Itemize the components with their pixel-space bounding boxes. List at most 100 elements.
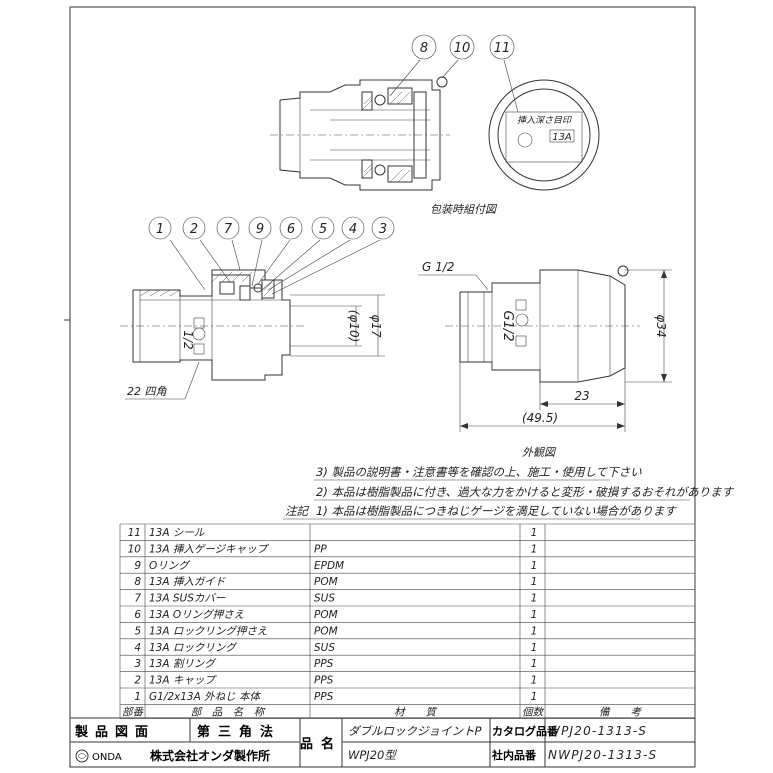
part-material-cell: PP <box>314 543 327 555</box>
balloon-3: 3 <box>371 216 395 240</box>
part-quantity-cell: 1 <box>531 609 538 621</box>
exterior-view-caption: 外観図 <box>522 446 557 459</box>
part-number-cell: 1 <box>134 691 141 703</box>
end-view: 挿入深さ目印 13A <box>488 79 600 191</box>
total-length-label: (49.5) <box>522 411 558 425</box>
part-name-cell: 13A 挿入ガイド <box>149 576 226 588</box>
balloon-label: 9 <box>256 222 264 237</box>
header-part-number: 部番 <box>122 706 144 718</box>
part-quantity-cell: 1 <box>531 527 538 539</box>
part-material-cell: POM <box>314 576 338 588</box>
part-name-cell: G1/2x13A 外ねじ 本体 <box>149 691 261 703</box>
balloon-label: 2 <box>190 222 198 237</box>
part-quantity-cell: 1 <box>531 625 538 637</box>
internal-number-label: 社内品番 <box>491 748 537 762</box>
note-3: 3) 製品の説明書・注意書等を確認の上、施工・使用して下さい <box>316 465 642 479</box>
title-block: 製品図面 第三角法 ONDA 株式会社オンダ製作所 品名 ダブルロックジョイント… <box>69 717 696 768</box>
balloon-label: 11 <box>494 41 511 56</box>
balloon-label: 1 <box>156 222 164 237</box>
part-number-cell: 9 <box>134 560 141 572</box>
part-material-cell: PPS <box>314 658 334 670</box>
header-material: 材 質 <box>394 706 437 718</box>
header-remarks: 備 考 <box>599 706 642 718</box>
exterior-view: G1/2 G 1/2 φ34 23 (49.5) <box>418 260 672 432</box>
title-name-label: 品名 <box>300 736 342 752</box>
balloon-label: 4 <box>349 222 357 237</box>
company-logo-text: ONDA <box>92 752 122 763</box>
part-name-cell: 13A 挿入ゲージキャップ <box>149 543 270 555</box>
part-name-cell: 13A 割リング <box>149 658 216 670</box>
balloon-7: 7 <box>216 216 240 240</box>
part-quantity-cell: 1 <box>531 691 538 703</box>
body-thread-mark: 1/2 <box>181 330 195 349</box>
insert-depth-mark: 挿入深さ目印 <box>517 115 572 126</box>
part-number-cell: 7 <box>134 593 141 605</box>
part-material-cell: PPS <box>314 691 334 703</box>
part-material-cell: PPS <box>314 675 334 687</box>
header-quantity: 個数 <box>522 706 544 718</box>
balloon-5: 5 <box>311 216 335 240</box>
part-quantity-cell: 1 <box>531 593 538 605</box>
body-mark-g-thread: G1/2 <box>500 311 515 342</box>
balloon-label: 3 <box>379 222 387 237</box>
part-material-cell: SUS <box>314 642 335 654</box>
body-diameter-label: φ34 <box>654 314 668 337</box>
part-quantity-cell: 1 <box>531 642 538 654</box>
part-number-cell: 4 <box>134 642 141 654</box>
balloon-label: 10 <box>454 41 471 56</box>
part-name-cell: 13A シール <box>149 527 205 539</box>
part-quantity-cell: 1 <box>531 675 538 687</box>
header-part-name: 部 品 名 称 <box>191 706 266 718</box>
hex-size-label: 22 四角 <box>127 385 167 398</box>
g-thread-label: G 1/2 <box>422 260 454 274</box>
package-view-caption: 包装時組付図 <box>430 203 498 216</box>
balloon-label: 6 <box>287 222 295 237</box>
balloon-8: 8 <box>411 34 437 60</box>
internal-number: NWPJ20-1313-S <box>548 748 657 762</box>
balloon-label: 7 <box>224 222 233 237</box>
product-model: WPJ20型 <box>348 748 397 762</box>
part-material-cell: POM <box>314 625 338 637</box>
part-number-cell: 8 <box>134 576 141 588</box>
part-name-cell: Oリング <box>149 560 190 572</box>
balloon-9: 9 <box>248 216 272 240</box>
part-name-cell: 13A SUSカバー <box>149 593 226 605</box>
company-name: 株式会社オンダ製作所 <box>150 748 270 763</box>
package-assembly-view: 8 10 11 <box>270 34 519 191</box>
outer-diameter-label: φ17 <box>369 314 383 338</box>
part-quantity-cell: 1 <box>531 543 538 555</box>
onda-logo: ONDA <box>75 749 122 763</box>
part-material-cell: SUS <box>314 593 335 605</box>
part-name-cell: 13A Oリング押さえ <box>149 609 244 621</box>
part-quantity-cell: 1 <box>531 658 538 670</box>
title-method-label: 製品図面 <box>74 724 155 740</box>
balloon-1: 1 <box>148 216 172 240</box>
section-view: 1/2 (φ10) φ17 22 四角 1 2 7 9 6 5 4 3 <box>120 216 395 400</box>
catalog-number-label: カタログ品番 <box>492 724 559 738</box>
note-1: 1) 本品は樹脂製品につきねじゲージを満足していない場合があります <box>316 504 677 518</box>
note-2: 2) 本品は樹脂製品に付き、過大な力をかけると変形・破損するおそれがあります <box>316 485 735 499</box>
part-name-cell: 13A ロックリング押さえ <box>149 625 267 637</box>
part-quantity-cell: 1 <box>531 576 538 588</box>
part-name-cell: 13A ロックリング <box>149 642 237 654</box>
balloon-4: 4 <box>341 216 365 240</box>
part-number-cell: 10 <box>128 543 142 555</box>
title-projection: 第三角法 <box>197 724 281 740</box>
inner-diameter-label: (φ10) <box>347 310 361 343</box>
part-number-cell: 5 <box>134 625 141 637</box>
part-quantity-cell: 1 <box>531 560 538 572</box>
balloon-11: 11 <box>489 34 515 60</box>
notes-block: 3) 製品の説明書・注意書等を確認の上、施工・使用して下さい 2) 本品は樹脂製… <box>283 465 735 520</box>
part-number-cell: 11 <box>128 527 141 539</box>
balloon-label: 5 <box>319 222 327 237</box>
part-number-cell: 3 <box>134 658 141 670</box>
length-a-label: 23 <box>574 389 589 403</box>
part-number-cell: 2 <box>134 675 141 687</box>
balloon-label: 8 <box>420 41 428 56</box>
product-name: ダブルロックジョイントP <box>348 724 481 738</box>
size-mark: 13A <box>552 132 572 143</box>
balloon-6: 6 <box>279 216 303 240</box>
catalog-number: WPJ20-1313-S <box>548 724 647 738</box>
